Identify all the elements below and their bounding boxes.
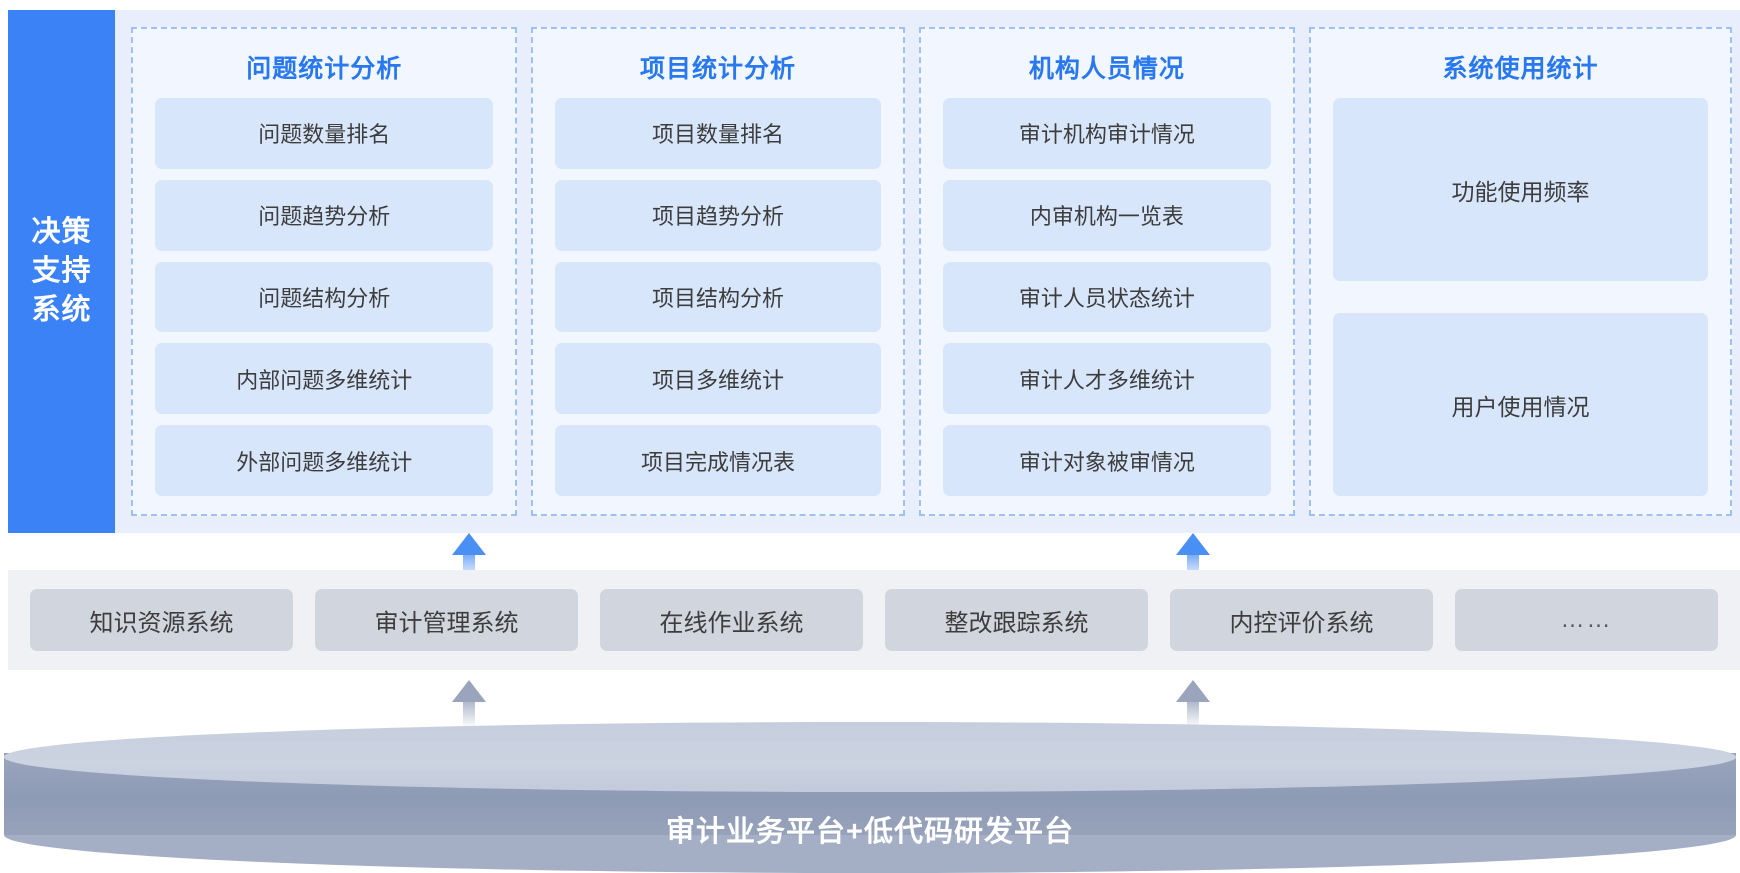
list-item[interactable]: 功能使用频率	[1333, 98, 1708, 281]
arrow-up-icon	[1176, 680, 1210, 728]
list-item[interactable]: 审计对象被审情况	[942, 425, 1272, 496]
group-system-usage-statistics: 系统使用统计 功能使用频率 用户使用情况	[1309, 27, 1732, 516]
system-box-online-operation[interactable]: 在线作业系统	[600, 589, 863, 651]
list-item[interactable]: 内部问题多维统计	[155, 343, 494, 415]
arrow-head	[452, 533, 486, 555]
group-item-list: 功能使用频率 用户使用情况	[1333, 98, 1708, 496]
system-box-rectification-tracking[interactable]: 整改跟踪系统	[885, 589, 1148, 651]
list-item[interactable]: 审计人才多维统计	[942, 343, 1272, 415]
group-title: 机构人员情况	[1028, 55, 1185, 83]
group-title: 项目统计分析	[640, 55, 797, 83]
group-title: 问题统计分析	[246, 55, 403, 83]
list-item[interactable]: 项目多维统计	[555, 343, 881, 415]
system-box-knowledge-resource[interactable]: 知识资源系统	[30, 589, 293, 651]
arrow-shaft	[1187, 700, 1199, 728]
group-item-list: 项目数量排名 项目趋势分析 项目结构分析 项目多维统计 项目完成情况表	[555, 98, 881, 496]
decision-support-panel: 决策 支持 系统 问题统计分析 问题数量排名 问题趋势分析 问题结构分析 内部问…	[8, 10, 1740, 533]
arrow-head	[452, 680, 486, 702]
arrow-head	[1176, 680, 1210, 702]
group-item-list: 审计机构审计情况 内审机构一览表 审计人员状态统计 审计人才多维统计 审计对象被…	[942, 98, 1272, 496]
list-item[interactable]: 项目数量排名	[555, 98, 881, 169]
list-item[interactable]: 内审机构一览表	[942, 179, 1272, 251]
group-title: 系统使用统计	[1442, 55, 1599, 83]
list-item[interactable]: 问题趋势分析	[155, 179, 494, 251]
arrow-shaft	[463, 700, 475, 728]
system-box-audit-management[interactable]: 审计管理系统	[315, 589, 578, 651]
arrow-head	[1176, 533, 1210, 555]
list-item[interactable]: 项目结构分析	[555, 261, 881, 333]
list-item[interactable]: 问题结构分析	[155, 261, 494, 333]
system-box-more[interactable]: ……	[1455, 589, 1718, 651]
arrow-up-icon	[452, 680, 486, 728]
group-organization-personnel: 机构人员情况 审计机构审计情况 内审机构一览表 审计人员状态统计 审计人才多维统…	[918, 27, 1296, 516]
platform-label: 审计业务平台+低代码研发平台	[666, 816, 1074, 848]
list-item[interactable]: 审计人员状态统计	[942, 261, 1272, 333]
list-item[interactable]: 项目完成情况表	[555, 425, 881, 496]
analysis-group-container: 问题统计分析 问题数量排名 问题趋势分析 问题结构分析 内部问题多维统计 外部问…	[115, 10, 1740, 533]
list-item[interactable]: 审计机构审计情况	[942, 98, 1272, 169]
group-item-list: 问题数量排名 问题趋势分析 问题结构分析 内部问题多维统计 外部问题多维统计	[155, 98, 494, 496]
group-project-statistics: 项目统计分析 项目数量排名 项目趋势分析 项目结构分析 项目多维统计 项目完成情…	[531, 27, 905, 516]
list-item[interactable]: 问题数量排名	[155, 98, 494, 169]
side-label-line-2: 支持	[31, 254, 92, 287]
list-item[interactable]: 外部问题多维统计	[155, 425, 494, 496]
platform-cylinder: 审计业务平台+低代码研发平台	[4, 722, 1736, 873]
side-label-line-1: 决策	[31, 215, 92, 248]
list-item[interactable]: 项目趋势分析	[555, 179, 881, 251]
system-box-internal-control-evaluation[interactable]: 内控评价系统	[1170, 589, 1433, 651]
source-systems-panel: 知识资源系统 审计管理系统 在线作业系统 整改跟踪系统 内控评价系统 ……	[8, 570, 1740, 670]
cylinder-top-ellipse	[4, 722, 1736, 792]
group-problem-statistics: 问题统计分析 问题数量排名 问题趋势分析 问题结构分析 内部问题多维统计 外部问…	[131, 27, 518, 516]
side-label-line-3: 系统	[31, 294, 92, 327]
list-item[interactable]: 用户使用情况	[1333, 313, 1708, 496]
decision-support-side-label: 决策 支持 系统	[8, 10, 115, 533]
